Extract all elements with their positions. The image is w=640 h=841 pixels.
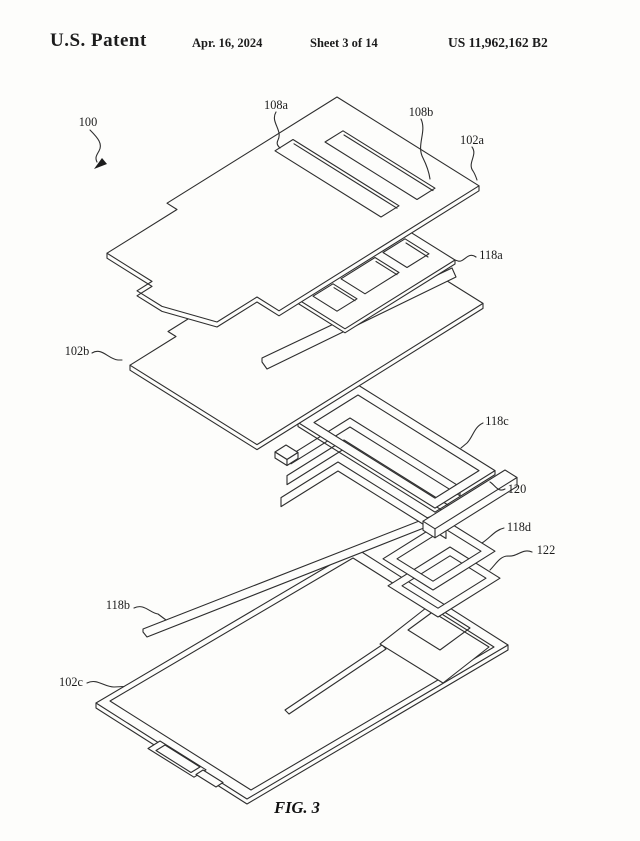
leader-118c [460,422,484,449]
label-118b: 118b [106,598,130,612]
reference-numerals: 100 108a 108b 102a 118a 102b 118c 120 11… [59,98,555,689]
slot-108a [274,138,400,218]
figure-caption: FIG. 3 [273,798,320,817]
leader-102a [470,146,478,181]
leader-lines [86,111,533,688]
leader-100 [89,129,101,163]
patent-header-sheet: Sheet 3 of 14 [310,36,378,50]
label-118c: 118c [485,414,509,428]
leader-118b [133,606,167,621]
part-ring-118d [382,519,496,591]
leader-108a [273,111,281,149]
label-118a: 118a [479,248,503,262]
leader-108b [420,118,431,180]
label-108b: 108b [409,105,434,119]
leader-122 [489,550,533,571]
patent-header-date: Apr. 16, 2024 [192,36,263,50]
leader-102b [91,350,123,361]
leader-120 [489,481,506,491]
label-122: 122 [537,543,555,557]
slot-108b [324,130,436,201]
leader-102c [86,680,125,688]
label-102b: 102b [65,344,90,358]
label-118d: 118d [507,520,531,534]
patent-header-number: US 11,962,162 B2 [448,35,548,50]
part-bottom-plate-102c [95,548,509,805]
label-102a: 102a [460,133,484,147]
leader-118d [481,527,505,544]
patent-header-title: U.S. Patent [50,30,147,51]
part-bar-120 [422,469,518,539]
arrowhead-100 [94,158,107,169]
label-102c: 102c [59,675,83,689]
label-100: 100 [79,115,97,129]
leader-118a [454,254,477,262]
label-120: 120 [508,482,526,496]
label-108a: 108a [264,98,288,112]
part-top-plate-102a [106,96,480,328]
